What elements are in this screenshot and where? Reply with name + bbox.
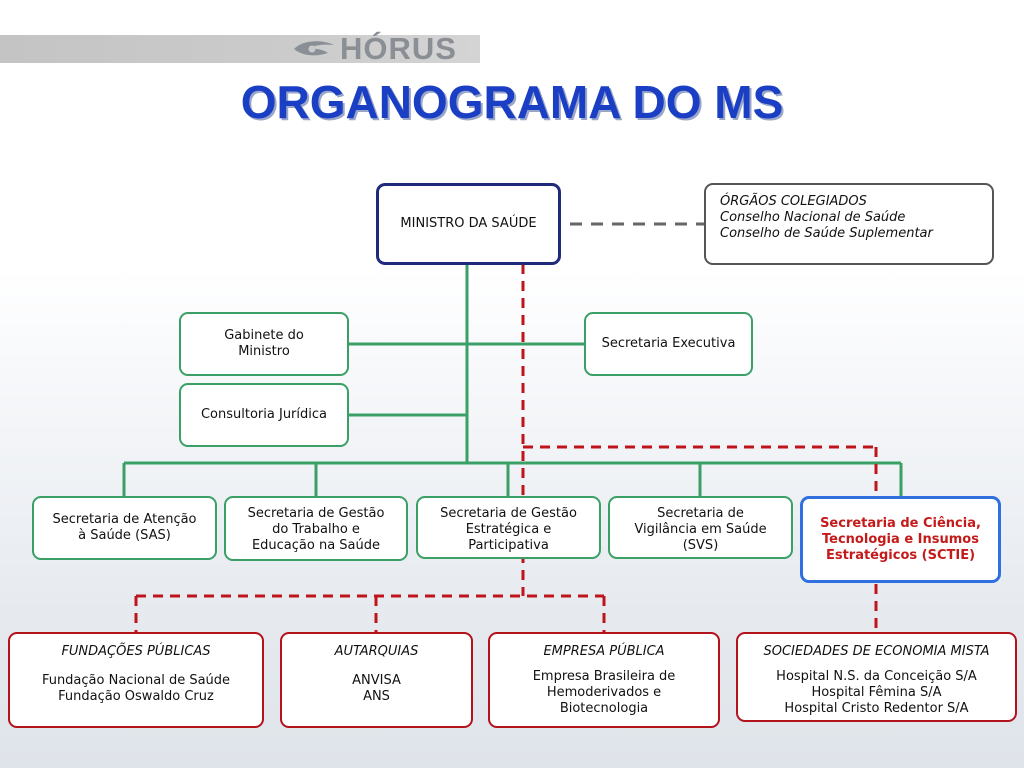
empresa-box: EMPRESA PÚBLICA Empresa Brasileira de He… <box>488 632 720 728</box>
gabinete-label-line: Gabinete do <box>224 328 304 343</box>
sgtes-label-line: Secretaria de Gestão <box>247 506 385 521</box>
horus-logo: HÓRUS <box>292 31 457 66</box>
sgep-label-line: Secretaria de Gestão <box>440 506 577 521</box>
gabinete-box: Gabinete do Ministro <box>179 312 349 376</box>
sociedades-item: Hospital N.S. da Conceição S/A <box>776 669 977 684</box>
gabinete-label-line: Ministro <box>238 344 290 359</box>
sgtes-label-line: do Trabalho e <box>272 522 360 537</box>
consultoria-box: Consultoria Jurídica <box>179 383 349 447</box>
sgep-box: Secretaria de Gestão Estratégica e Parti… <box>416 496 601 559</box>
orgaos-header: ÓRGÃOS COLEGIADOS <box>720 194 867 209</box>
autarquias-box: AUTARQUIAS ANVISA ANS <box>280 632 473 728</box>
sgtes-label-line: Educação na Saúde <box>251 538 381 553</box>
svs-box: Secretaria de Vigilância em Saúde (SVS) <box>608 496 793 559</box>
empresa-item: Hemoderivados e <box>546 685 662 700</box>
header-banner <box>0 35 480 63</box>
empresa-header: EMPRESA PÚBLICA <box>543 644 665 659</box>
sgep-label-line: Participativa <box>468 538 549 553</box>
empresa-item: Empresa Brasileira de <box>532 669 676 684</box>
fundacoes-item: Fundação Nacional de Saúde <box>41 673 231 688</box>
secretaria-executiva-box: Secretaria Executiva <box>584 312 753 376</box>
autarquias-item: ANS <box>363 689 390 704</box>
orgaos-colegiados-box: ÓRGÃOS COLEGIADOS Conselho Nacional de S… <box>704 183 994 265</box>
sctie-box: Secretaria de Ciência, Tecnologia e Insu… <box>800 496 1001 583</box>
fundacoes-box: FUNDAÇÕES PÚBLICAS Fundação Nacional de … <box>8 632 264 728</box>
fundacoes-header: FUNDAÇÕES PÚBLICAS <box>61 644 211 659</box>
fundacoes-item: Fundação Oswaldo Cruz <box>58 689 214 704</box>
orgaos-item: Conselho de Saúde Suplementar <box>720 226 933 241</box>
sctie-label-line: Tecnologia e Insumos <box>822 531 979 547</box>
autarquias-item: ANVISA <box>352 673 401 688</box>
ministro-box: MINISTRO DA SAÚDE <box>376 183 561 265</box>
consultoria-label: Consultoria Jurídica <box>200 407 327 422</box>
svs-label-line: Vigilância em Saúde <box>634 522 767 537</box>
autarquias-header: AUTARQUIAS <box>334 644 419 659</box>
orgaos-item: Conselho Nacional de Saúde <box>720 210 906 225</box>
sociedades-box: SOCIEDADES DE ECONOMIA MISTA Hospital N.… <box>736 632 1017 722</box>
logo-text: HÓRUS <box>340 31 457 66</box>
sociedades-header: SOCIEDADES DE ECONOMIA MISTA <box>763 644 990 659</box>
empresa-item: Biotecnologia <box>559 701 649 716</box>
svs-label-line: (SVS) <box>682 538 719 553</box>
page-title: ORGANOGRAMA DO MS <box>240 76 784 128</box>
sociedades-item: Hospital Fêmina S/A <box>811 685 942 700</box>
sas-box: Secretaria de Atenção à Saúde (SAS) <box>32 496 217 560</box>
svs-label-line: Secretaria de <box>657 506 744 521</box>
sociedades-item: Hospital Cristo Redentor S/A <box>784 701 969 716</box>
executiva-label: Secretaria Executiva <box>601 336 736 351</box>
sctie-label-line: Secretaria de Ciência, <box>820 515 981 531</box>
sctie-label-line: Estratégicos (SCTIE) <box>825 547 976 563</box>
sas-label-line: à Saúde (SAS) <box>78 528 171 543</box>
ministro-label: MINISTRO DA SAÚDE <box>400 216 537 231</box>
sgep-label-line: Estratégica e <box>465 522 552 537</box>
sas-label-line: Secretaria de Atenção <box>52 512 197 527</box>
sgtes-box: Secretaria de Gestão do Trabalho e Educa… <box>224 496 408 561</box>
eye-icon <box>294 41 334 56</box>
